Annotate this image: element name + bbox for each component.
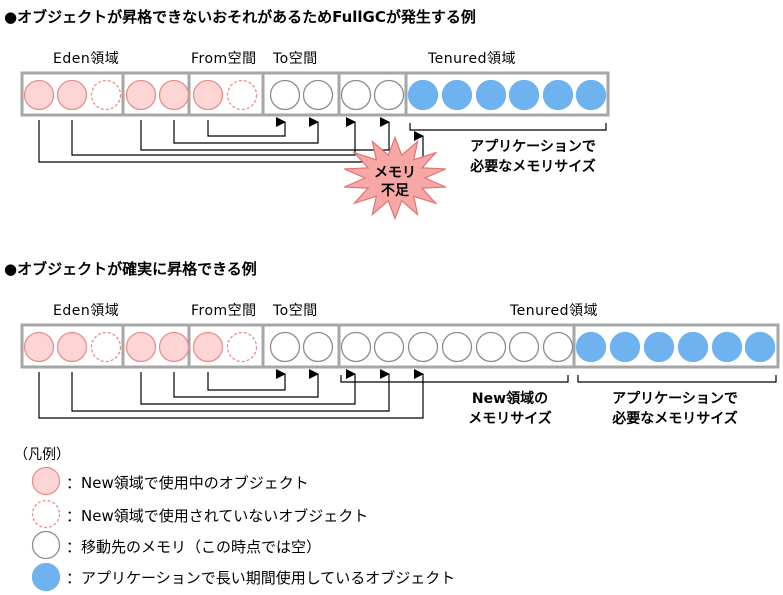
diagram1-copy-arrow-c <box>173 117 319 144</box>
diagram2-object-cell <box>23 331 55 363</box>
diagram1-object-cell <box>158 79 190 111</box>
diagram1-copy-arrow-d <box>207 117 286 137</box>
diagram1-app-size-note: アプリケーションで 必要なメモリサイズ <box>448 137 618 177</box>
diagram2-object-cell <box>475 331 507 363</box>
diagram2-heading: ●オブジェクトが確実に昇格できる例 <box>4 260 257 278</box>
diagram2-object-cell <box>542 331 574 363</box>
diagram1-object-cell <box>542 79 574 111</box>
diagram1-graphics <box>20 71 610 221</box>
diagram1-copy-arrow-a <box>71 117 356 156</box>
diagram1-app-size-bracket <box>409 123 607 131</box>
legend-item-unused: ：New領域で使用されていないオブジェクト <box>66 507 369 525</box>
diagram2-object-cell <box>226 331 258 363</box>
diagram2-object-cell <box>643 331 675 363</box>
legend-swatch-white-solid <box>31 530 61 560</box>
diagram1-eden-label: Eden領域 <box>53 51 120 67</box>
diagram1-tenured-label: Tenured領域 <box>428 51 516 67</box>
diagram1-object-cell <box>56 79 88 111</box>
diagram1-app-size-note-line1: アプリケーションで <box>470 139 596 155</box>
diagram1-object-cell <box>302 79 334 111</box>
diagram2-object-cell <box>158 331 190 363</box>
diagram1-object-cell <box>373 79 405 111</box>
diagram1-to-label: To空間 <box>273 51 318 67</box>
memory-shortage-line2: 不足 <box>381 183 409 199</box>
memory-shortage-burst <box>344 135 446 221</box>
diagram2-tenured-label: Tenured領域 <box>510 303 598 319</box>
diagram2-object-cell <box>609 331 641 363</box>
diagram2-object-cell <box>575 331 607 363</box>
legend-item-empty-destination: ：移動先のメモリ（この時点では空） <box>66 538 322 556</box>
diagram2-new-size-bracket <box>340 375 569 383</box>
legend-title: （凡例） <box>14 447 70 463</box>
diagram2-app-size-note-line1: アプリケーションで <box>612 391 738 407</box>
diagram2-object-cell <box>269 331 301 363</box>
diagram2-copy-arrow-c <box>140 369 356 405</box>
diagram1-copy-arrow-b <box>140 117 390 151</box>
diagram1-copy-line-a <box>38 120 372 163</box>
diagram1-object-cell <box>475 79 507 111</box>
diagram2-object-cell <box>192 331 224 363</box>
legend-graphics <box>31 466 61 592</box>
diagram2-app-size-note: アプリケーションで 必要なメモリサイズ <box>590 389 760 429</box>
diagram1-object-cell <box>226 79 258 111</box>
legend-swatch-pink-solid <box>31 466 61 496</box>
diagram2-copy-arrow-b <box>71 369 390 412</box>
diagram1-object-cell <box>340 79 372 111</box>
memory-shortage-label: メモリ 不足 <box>370 164 420 200</box>
diagram2-app-size-note-line2: 必要なメモリサイズ <box>612 411 738 427</box>
diagram2-object-cell <box>90 331 122 363</box>
legend-swatch-pink-dashed <box>31 499 61 529</box>
diagram1-object-cell <box>269 79 301 111</box>
diagram2-object-cell <box>441 331 473 363</box>
diagram2-object-cell <box>56 331 88 363</box>
diagram2-object-cell <box>677 331 709 363</box>
diagram2-object-cell <box>744 331 776 363</box>
diagram2-object-cell <box>340 331 372 363</box>
diagram2-new-size-note-line2: メモリサイズ <box>468 411 552 427</box>
diagram2-copy-arrow-e <box>207 369 286 391</box>
diagram1-object-cell <box>90 79 122 111</box>
diagram2-new-size-note: New領域の メモリサイズ <box>440 389 580 429</box>
diagram1-object-cell <box>125 79 157 111</box>
diagram1-object-cell <box>575 79 607 111</box>
legend-item-in-use: ：New領域で使用中のオブジェクト <box>66 474 309 492</box>
diagram2-object-cell <box>125 331 157 363</box>
diagram2-to-label: To空間 <box>273 303 318 319</box>
diagram1-object-cell <box>441 79 473 111</box>
diagram2-graphics <box>20 323 780 419</box>
diagram2-object-cell <box>407 331 439 363</box>
legend-item-long-lived: ：アプリケーションで長い期間使用しているオブジェクト <box>66 569 456 587</box>
diagram2-object-cell <box>508 331 540 363</box>
diagram2-app-size-bracket <box>577 375 777 383</box>
diagram2-object-cell <box>302 331 334 363</box>
diagram2-copy-arrow-d <box>173 369 319 398</box>
diagram2-object-cell <box>711 331 743 363</box>
diagram1-from-label: From空間 <box>191 51 257 67</box>
diagram2-new-size-note-line1: New領域の <box>471 391 549 407</box>
diagram1-object-cell <box>508 79 540 111</box>
diagram2-object-cell <box>373 331 405 363</box>
diagram1-app-size-note-line2: 必要なメモリサイズ <box>470 159 596 175</box>
diagram1-object-cell <box>23 79 55 111</box>
legend-swatch-blue-solid <box>31 562 61 592</box>
diagram2-copy-arrow-a <box>38 369 424 419</box>
diagram2-from-label: From空間 <box>191 303 257 319</box>
diagram1-object-cell <box>407 79 439 111</box>
diagram2-eden-label: Eden領域 <box>53 303 120 319</box>
memory-shortage-line1: メモリ <box>374 165 416 181</box>
diagram1-object-cell <box>192 79 224 111</box>
diagram1-heading: ●オブジェクトが昇格できないおそれがあるためFullGCが発生する例 <box>4 8 476 26</box>
